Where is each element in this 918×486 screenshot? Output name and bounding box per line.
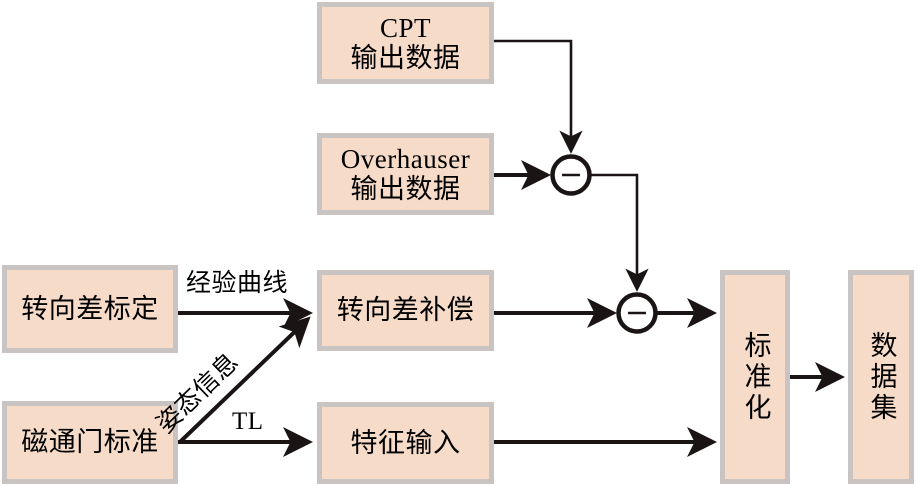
wire-cpt-to-sum1 [494, 39, 583, 154]
node-standardization[interactable]: 标准化 [720, 270, 790, 484]
node-heading-difference-compensation-label: 转向差补偿 [336, 295, 475, 326]
node-overhauser-output-label: Overhauser 输出数据 [340, 143, 471, 204]
node-cpt-output[interactable]: CPT 输出数据 [317, 2, 494, 84]
node-fluxgate-standard[interactable]: 磁通门标准 [2, 401, 178, 484]
node-cpt-output-label: CPT 输出数据 [350, 12, 461, 73]
sum-junction-2 [616, 292, 658, 334]
edge-label-attitude-information: 姿态信息 [151, 348, 244, 439]
sum-junction-1 [550, 154, 592, 196]
node-standardization-label: 标准化 [740, 330, 771, 424]
node-dataset[interactable]: 数据集 [848, 270, 914, 484]
node-overhauser-output[interactable]: Overhauser 输出数据 [317, 133, 494, 215]
node-feature-input-label: 特征输入 [350, 427, 461, 458]
edge-label-empirical-curve: 经验曲线 [186, 270, 289, 297]
node-heading-difference-calibration[interactable]: 转向差标定 [2, 265, 178, 353]
node-heading-difference-compensation[interactable]: 转向差补偿 [317, 270, 494, 351]
node-fluxgate-standard-label: 磁通门标准 [21, 427, 159, 458]
edge-label-tl: TL [232, 408, 264, 435]
wire-sum1-to-sum2 [590, 173, 649, 292]
node-feature-input[interactable]: 特征输入 [317, 402, 494, 484]
node-dataset-label: 数据集 [866, 330, 897, 424]
node-heading-difference-calibration-label: 转向差标定 [21, 293, 159, 324]
